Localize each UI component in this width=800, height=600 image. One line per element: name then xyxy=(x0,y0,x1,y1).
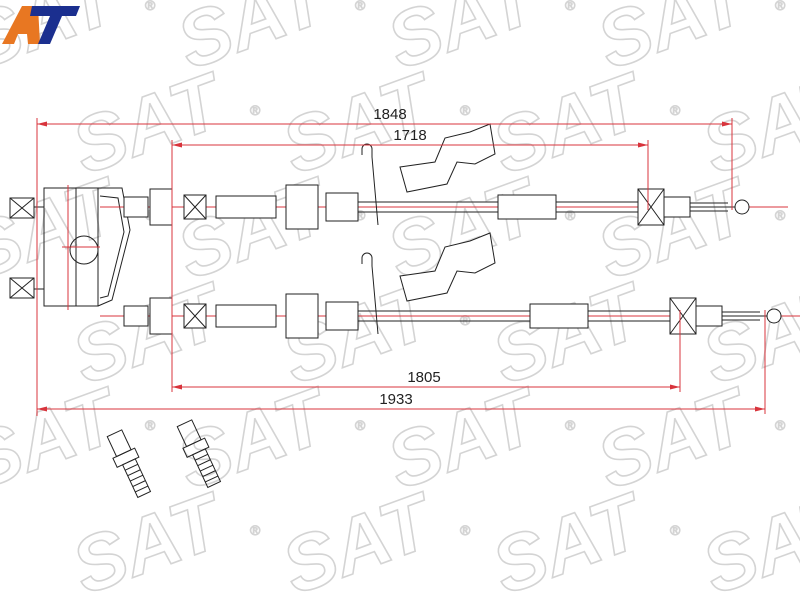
clip-detail-right xyxy=(176,419,222,489)
watermark-registered-mark: ® xyxy=(145,0,156,13)
watermark-registered-mark: ® xyxy=(460,522,471,538)
watermark-text: SAT xyxy=(691,475,800,600)
dimension-upper-total: 1848 xyxy=(373,106,406,123)
equalizer-bracket xyxy=(9,185,131,310)
clip-detail-left xyxy=(106,429,152,499)
watermark-registered-mark: ® xyxy=(355,0,366,13)
dimension-lower-inner: 1805 xyxy=(407,369,440,386)
upper-cable xyxy=(100,123,788,230)
watermark-registered-mark: ® xyxy=(565,417,576,433)
watermark-registered-mark: ® xyxy=(145,417,156,433)
watermark-registered-mark: ® xyxy=(670,522,681,538)
cables-layer xyxy=(100,123,800,339)
dimension-upper-inner: 1718 xyxy=(393,127,426,144)
dimension-lower-total: 1933 xyxy=(379,391,412,408)
watermark-registered-mark: ® xyxy=(670,102,681,118)
watermark-registered-mark: ® xyxy=(460,102,471,118)
watermark-registered-mark: ® xyxy=(355,417,366,433)
watermark-registered-mark: ® xyxy=(775,0,786,13)
watermark-registered-mark: ® xyxy=(460,312,471,328)
dimension-lines xyxy=(36,118,766,416)
watermark-registered-mark: ® xyxy=(250,522,261,538)
watermark-registered-mark: ® xyxy=(565,0,576,13)
at-logo xyxy=(2,6,80,44)
watermark-registered-mark: ® xyxy=(775,207,786,223)
watermark-registered-mark: ® xyxy=(250,102,261,118)
lower-cable xyxy=(100,232,800,339)
watermark-registered-mark: ® xyxy=(775,417,786,433)
watermark-registered-mark: ® xyxy=(565,207,576,223)
